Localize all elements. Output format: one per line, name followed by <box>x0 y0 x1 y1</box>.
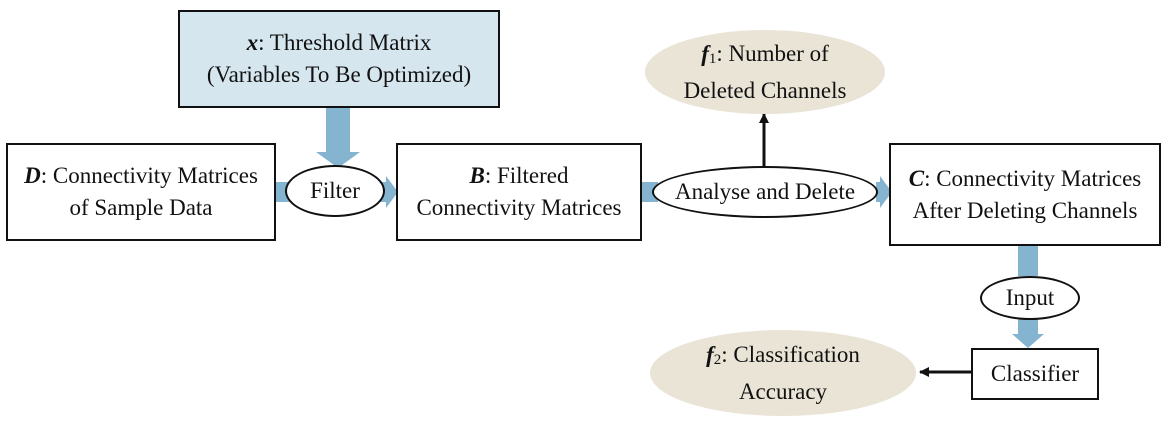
threshold-line2: (Variables To Be Optimized) <box>206 62 472 87</box>
analyse-delete-label: Analyse and Delete <box>674 179 856 204</box>
classifier-label: Classifier <box>990 361 1080 386</box>
filtered-matrices-box: B: Filtered Connectivity Matrices <box>396 143 642 241</box>
after-deleting-line2: After Deleting Channels <box>912 197 1138 223</box>
after-deleting-line1: : Connectivity Matrices <box>924 165 1142 191</box>
input-label: Input <box>1005 285 1055 310</box>
flow-connector-c-to-input <box>1018 246 1038 276</box>
after-deleting-symbol: C <box>908 165 925 191</box>
filtered-line1: : Filtered <box>484 163 569 188</box>
analyse-delete-operation: Analyse and Delete <box>652 166 878 218</box>
f1-line1: : Number of <box>716 40 829 66</box>
f2-symbol: f2 <box>706 341 722 368</box>
f2-line1: : Classification <box>721 341 860 367</box>
flow-arrow-threshold-to-filter <box>316 108 360 168</box>
sample-data-symbol: D <box>24 163 41 188</box>
threshold-line1: : Threshold Matrix <box>258 30 432 55</box>
f1-line2: Deleted Channels <box>683 77 847 103</box>
threshold-symbol: x <box>246 30 259 55</box>
objective-classification-accuracy: f2: Classification Accuracy <box>650 330 916 416</box>
input-operation: Input <box>980 276 1080 320</box>
f2-line2: Accuracy <box>738 378 828 404</box>
classifier-box: Classifier <box>971 348 1099 400</box>
filtered-symbol: B <box>469 163 485 188</box>
filtered-line2: Connectivity Matrices <box>416 195 622 220</box>
flow-arrow-analyse-to-c <box>876 176 892 208</box>
sample-data-line2: of Sample Data <box>69 195 213 220</box>
flow-arrow-filter-to-b <box>380 176 398 208</box>
flow-arrow-input-to-classifier <box>1012 318 1044 348</box>
threshold-matrix-box: x: Threshold Matrix (Variables To Be Opt… <box>178 10 500 108</box>
objective-deleted-channels: f1: Number of Deleted Channels <box>645 30 885 114</box>
filter-label: Filter <box>310 178 360 203</box>
filter-operation: Filter <box>285 165 385 217</box>
sample-data-line1: : Connectivity Matrices <box>40 163 258 188</box>
f1-symbol: f1 <box>701 40 717 67</box>
sample-data-box: D: Connectivity Matrices of Sample Data <box>6 143 276 241</box>
after-deleting-box: C: Connectivity Matrices After Deleting … <box>889 143 1161 246</box>
